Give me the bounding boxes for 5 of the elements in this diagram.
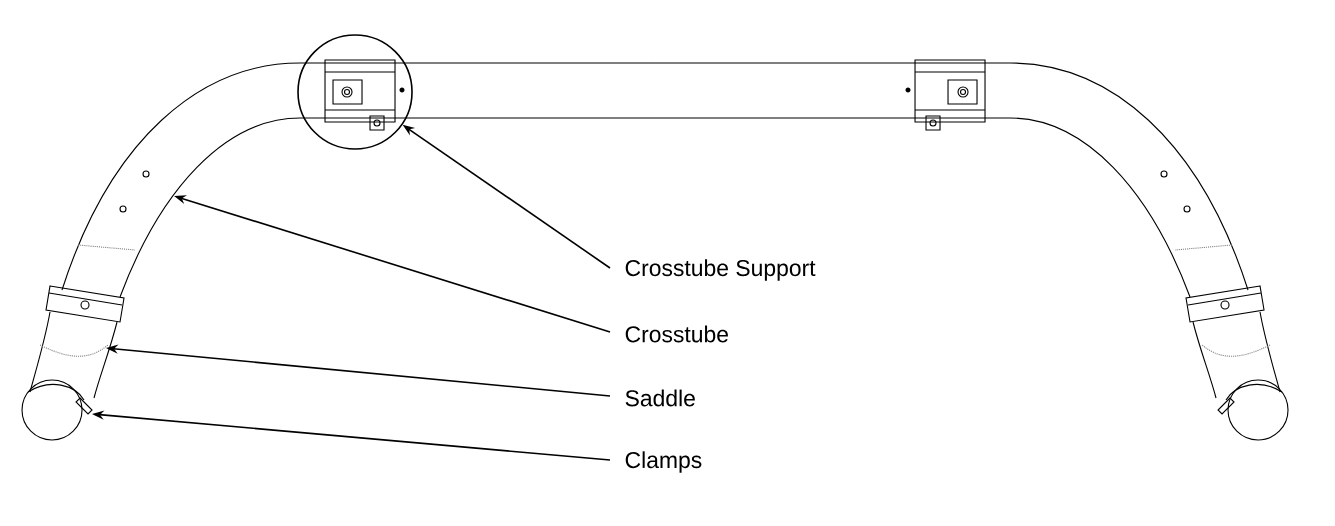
part-label: Crosstube Support [625,259,816,281]
part-label: Saddle [625,389,695,407]
part-label: Crosstube [625,325,728,343]
part-label: Clamps [625,451,702,473]
detail-circle [297,34,413,150]
